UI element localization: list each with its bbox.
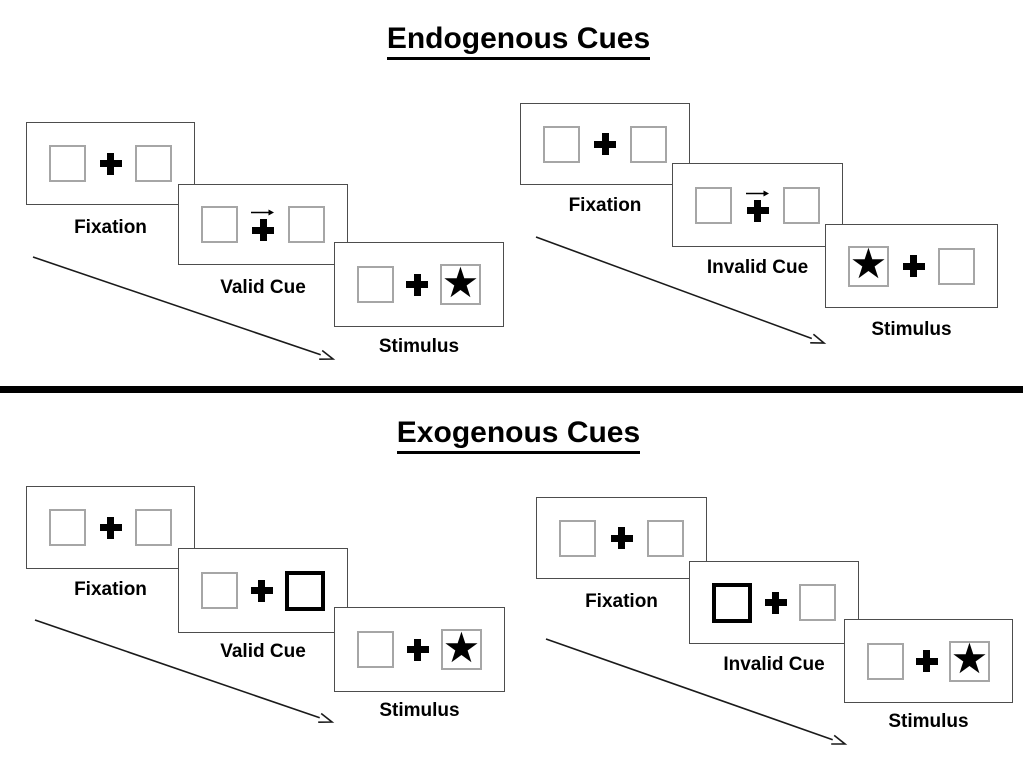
cue-highlight-box	[712, 582, 752, 623]
frame-label-stimulus: Stimulus	[871, 319, 952, 340]
cue-arrow-icon	[251, 209, 274, 216]
fixation-cross-icon	[250, 579, 273, 602]
fixation-cross-icon	[99, 516, 122, 539]
sequence-arrow	[535, 236, 827, 344]
section-divider	[0, 386, 1023, 393]
frame-label-fixation: Fixation	[585, 591, 658, 612]
fixation-cross-icon	[610, 527, 633, 549]
frame-label-fixation: Fixation	[568, 195, 642, 216]
star-target-box: ★	[440, 258, 481, 306]
star-target-box: ★	[949, 635, 990, 682]
section-title-endogenous: Endogenous Cues	[0, 22, 1023, 60]
star-icon: ★	[441, 258, 480, 306]
frame-label-valid-cue: Valid Cue	[220, 277, 306, 298]
left-placeholder-box	[201, 572, 238, 609]
left-placeholder-box	[695, 186, 732, 224]
right-placeholder-box	[938, 247, 975, 285]
fixation-cross-icon	[902, 255, 925, 277]
frame-invalid-cue	[689, 561, 859, 644]
left-placeholder-box	[357, 631, 394, 668]
star-target-box: ★	[848, 240, 889, 287]
fixation-cross-icon	[406, 638, 429, 661]
sequence-arrow	[34, 619, 335, 723]
right-placeholder-box	[135, 509, 172, 546]
right-placeholder-box	[799, 584, 836, 621]
star-target-box: ★	[441, 623, 482, 671]
frame-stimulus: ★	[334, 607, 505, 692]
left-placeholder-box	[357, 266, 394, 303]
frame-label-fixation: Fixation	[74, 579, 147, 600]
left-placeholder-box	[49, 509, 86, 546]
left-placeholder-box	[543, 125, 580, 163]
frame-invalid-cue	[672, 163, 843, 247]
left-placeholder-box	[867, 642, 904, 680]
fixation-cross-icon	[406, 273, 428, 296]
left-placeholder-box	[201, 206, 238, 243]
frame-fixation	[26, 122, 195, 205]
fixation-cross-icon	[746, 199, 769, 222]
right-placeholder-box	[135, 145, 172, 182]
fixation-cross-icon	[252, 219, 274, 241]
fixation-cross-icon	[915, 650, 938, 672]
right-placeholder-box	[647, 519, 684, 557]
left-placeholder-box	[49, 145, 86, 182]
fixation-cross-icon	[594, 133, 616, 155]
sequence-arrow	[32, 256, 336, 360]
frame-fixation	[520, 103, 690, 185]
cue-arrow-icon	[745, 190, 769, 196]
fixation-cross-icon	[99, 152, 122, 175]
star-icon: ★	[950, 635, 989, 682]
fixation-cross-icon	[764, 591, 787, 614]
frame-stimulus: ★	[825, 224, 998, 308]
frame-label-invalid-cue: Invalid Cue	[706, 257, 809, 278]
frame-stimulus: ★	[334, 242, 504, 327]
frame-fixation	[536, 497, 707, 579]
frame-label-invalid-cue: Invalid Cue	[723, 654, 825, 675]
frame-label-stimulus: Stimulus	[888, 711, 969, 732]
left-placeholder-box	[559, 519, 596, 557]
cue-highlight-box	[285, 570, 325, 611]
star-icon: ★	[849, 240, 888, 287]
section-title-text: Endogenous Cues	[386, 22, 651, 60]
section-title-exogenous: Exogenous Cues	[0, 416, 1023, 454]
star-icon: ★	[442, 623, 481, 671]
right-placeholder-box	[288, 206, 325, 243]
frame-valid-cue	[178, 548, 348, 633]
frame-label-fixation: Fixation	[74, 217, 147, 238]
frame-valid-cue	[178, 184, 348, 265]
frame-label-valid-cue: Valid Cue	[220, 641, 306, 662]
right-placeholder-box	[630, 125, 667, 163]
right-placeholder-box	[783, 186, 820, 224]
frame-stimulus: ★	[844, 619, 1013, 703]
frame-label-stimulus: Stimulus	[379, 700, 460, 721]
section-title-text: Exogenous Cues	[396, 416, 641, 454]
frame-label-stimulus: Stimulus	[378, 336, 460, 357]
frame-fixation	[26, 486, 195, 569]
